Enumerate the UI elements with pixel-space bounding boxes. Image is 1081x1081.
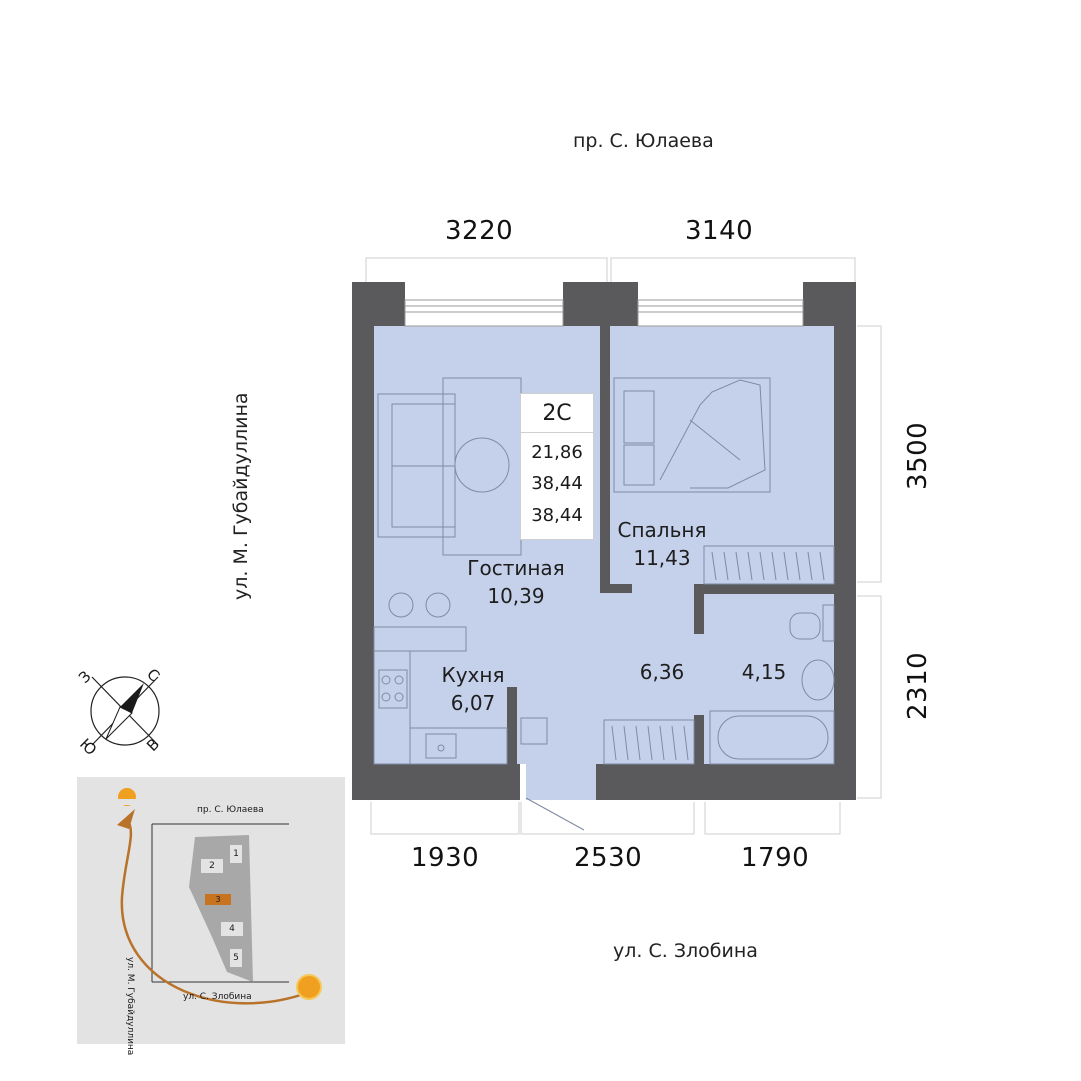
wardrobe-hangers <box>611 551 825 761</box>
minimap-section-4: 4 <box>221 922 243 936</box>
dimension-guides <box>365 257 882 835</box>
windows <box>404 299 804 327</box>
room-kitchen: Кухня 6,07 <box>413 661 533 717</box>
exterior-walls <box>352 282 856 800</box>
dim-bottom-left: 1930 <box>411 843 480 873</box>
minimap-section-1: 1 <box>230 845 242 863</box>
total-area-with-balcony: 38,44 <box>531 505 583 526</box>
room-area: 4,15 <box>741 660 787 684</box>
room-bedroom: Спальня 11,43 <box>602 516 722 572</box>
room-hallway: 6,36 <box>602 658 722 686</box>
sunrise-sun-icon <box>296 974 322 1000</box>
minimap-section-5: 5 <box>230 949 242 967</box>
room-area: 6,07 <box>450 691 496 715</box>
building-footprint <box>189 835 253 982</box>
room-bathroom: 4,15 <box>704 658 824 686</box>
minimap-north-street: пр. С. Юлаева <box>197 805 264 815</box>
compass <box>90 676 160 746</box>
apartment-type: 2С <box>521 394 593 433</box>
dim-bottom-mid: 2530 <box>574 843 643 873</box>
room-name: Кухня <box>441 663 505 687</box>
sun-path-icon <box>120 818 318 1005</box>
site-minimap: пр. С. Юлаева ул. С. Злобина ул. М. Губа… <box>77 777 345 1055</box>
dim-top-left: 3220 <box>445 216 514 246</box>
total-area: 38,44 <box>531 473 583 494</box>
room-area: 11,43 <box>633 546 691 570</box>
minimap-south-street: ул. С. Злобина <box>183 992 252 1002</box>
dim-bottom-right: 1790 <box>741 843 810 873</box>
room-living: Гостиная 10,39 <box>456 554 576 610</box>
living-area: 21,86 <box>531 442 583 463</box>
apartment-badge: 2С 21,86 38,44 38,44 <box>520 393 594 540</box>
dim-top-right: 3140 <box>685 216 754 246</box>
minimap-drawing <box>113 788 322 1005</box>
sun-path-arrow-icon <box>117 809 135 829</box>
room-name: Спальня <box>617 518 707 542</box>
minimap-section-3-highlighted: 3 <box>205 894 231 905</box>
room-area: 10,39 <box>487 584 545 608</box>
room-name: Гостиная <box>467 556 565 580</box>
north-street-label: пр. С. Юлаева <box>573 130 714 152</box>
south-street-label: ул. С. Злобина <box>613 940 758 962</box>
interior-walls <box>507 326 834 764</box>
minimap-west-street: ул. М. Губайдуллина <box>125 957 135 1056</box>
minimap-section-2: 2 <box>201 859 223 873</box>
compass-needle-icon <box>120 683 144 713</box>
room-area: 6,36 <box>639 660 685 684</box>
